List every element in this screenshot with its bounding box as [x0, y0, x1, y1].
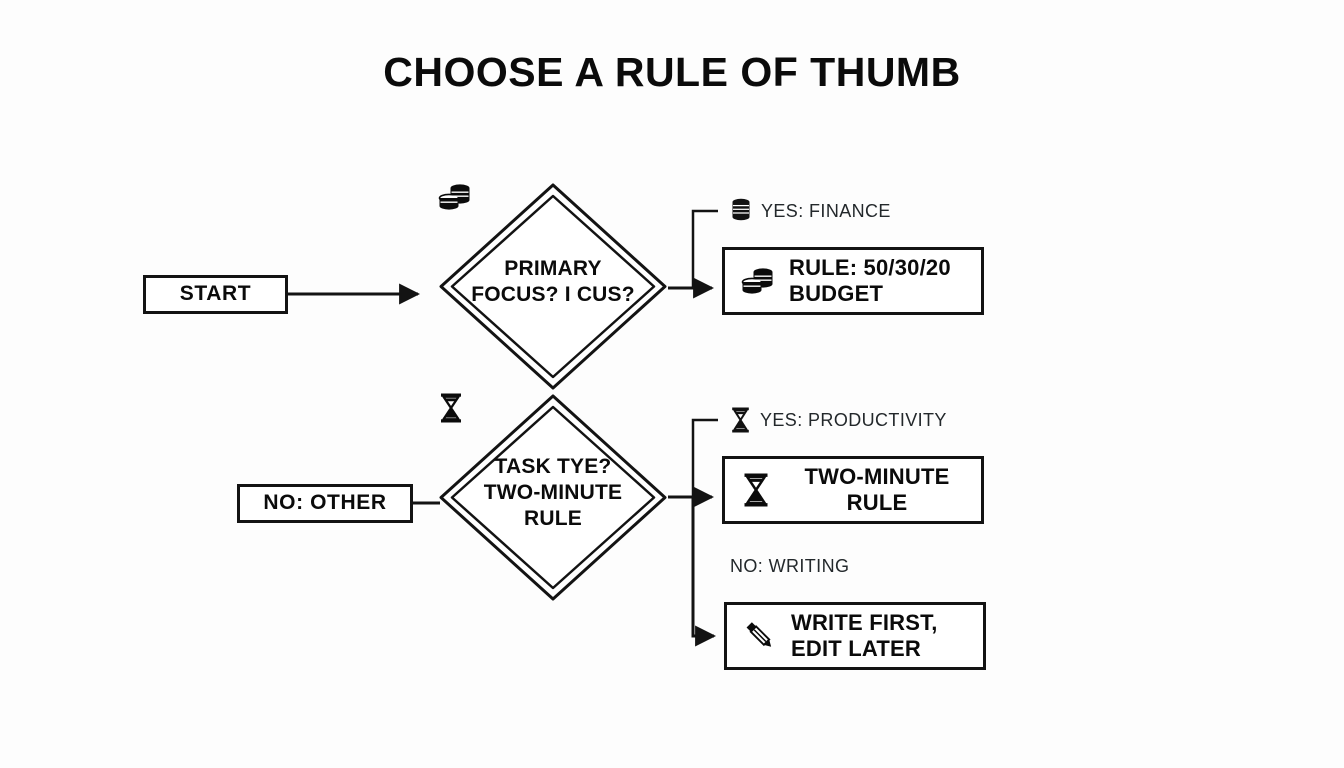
node-outcome-budget[interactable]: RULE: 50/30/20 BUDGET: [722, 247, 984, 315]
node-start-label: START: [179, 282, 252, 306]
edge-decision2-label-stub: [691, 418, 718, 497]
node-no-other-label: NO: OTHER: [263, 491, 387, 515]
node-outcome-write-first[interactable]: WRITE FIRST, EDIT LATER: [724, 602, 986, 670]
node-outcome-budget-label: RULE: 50/30/20 BUDGET: [789, 255, 951, 306]
coins-icon: [741, 266, 775, 296]
edge-decision2-to-writefirst: [691, 497, 717, 647]
coins-icon: [730, 198, 752, 224]
page-title: CHOOSE A RULE OF THUMB: [383, 49, 961, 95]
node-outcome-write-first-label: WRITE FIRST, EDIT LATER: [791, 610, 938, 661]
hourglass-icon: [741, 473, 771, 507]
node-start[interactable]: START: [143, 275, 288, 314]
branch-label-text: YES: PRODUCTIVITY: [760, 409, 947, 430]
node-outcome-two-minute-rule[interactable]: TWO-MINUTE RULE: [722, 456, 984, 524]
branch-label-text: YES: FINANCE: [761, 200, 891, 221]
branch-label-yes-finance: YES: FINANCE: [730, 198, 891, 224]
branch-label-no-writing: NO: WRITING: [730, 556, 849, 577]
pencil-icon: [743, 619, 777, 653]
diamond-outline: [439, 394, 667, 601]
branch-label-yes-productivity: YES: PRODUCTIVITY: [730, 407, 947, 433]
branch-label-text: NO: WRITING: [730, 556, 850, 576]
node-decision-primary-focus[interactable]: PRIMARY FOCUS? I CUS?: [438, 182, 668, 391]
hourglass-icon: [730, 407, 751, 433]
node-decision-task-type[interactable]: TASK TYE? TWO-MINUTE RULE: [438, 393, 668, 602]
node-no-other[interactable]: NO: OTHER: [237, 484, 413, 523]
node-outcome-two-minute-rule-label: TWO-MINUTE RULE: [804, 464, 950, 515]
diamond-outline: [439, 183, 667, 390]
edge-decision1-label-stub: [691, 209, 718, 288]
